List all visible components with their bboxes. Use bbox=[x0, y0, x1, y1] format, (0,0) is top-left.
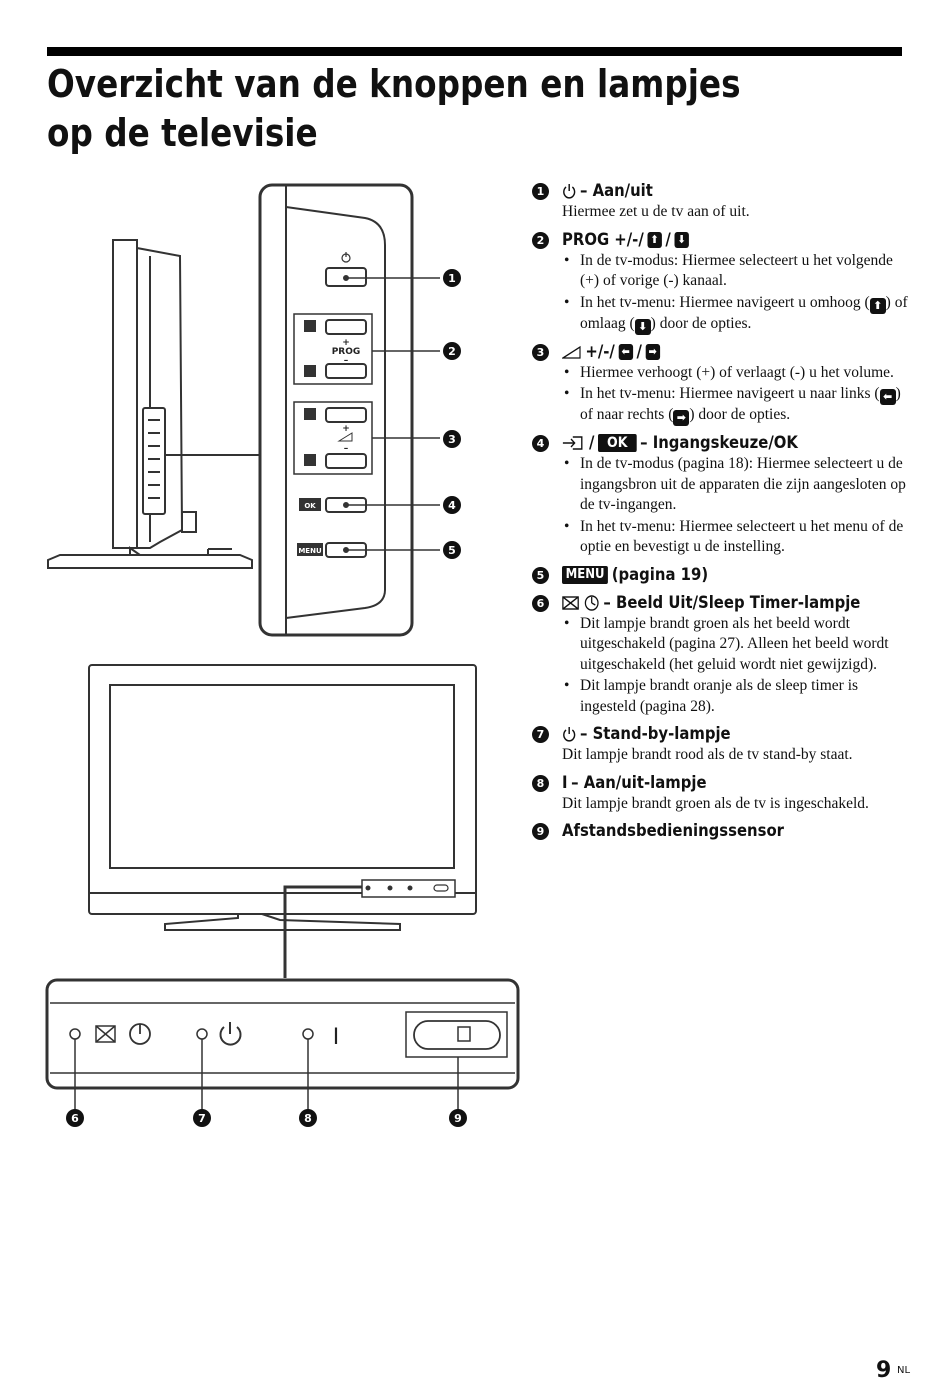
item-input-ok: 4 / OK – Ingangskeuze/OK In de tv-modus … bbox=[532, 432, 910, 558]
item-heading: (pagina 19) bbox=[611, 564, 709, 584]
bullet: In het tv-menu: Hiermee navigeert u naar… bbox=[562, 384, 910, 426]
item-volume: 3 +/-/ ⬅/➡ Hiermee verhoogt (+) of verla… bbox=[532, 341, 910, 426]
volume-icon bbox=[562, 345, 582, 359]
down-arrow-icon: ⬇ bbox=[674, 231, 689, 248]
left-arrow-icon: ⬅ bbox=[618, 343, 633, 360]
prog-plus-label: + bbox=[342, 338, 350, 348]
callout-1: 1 bbox=[448, 272, 456, 285]
right-arrow-icon: ➡ bbox=[673, 410, 690, 426]
bullet: In het tv-menu: Hiermee selecteert u het… bbox=[562, 517, 910, 558]
callout-5: 5 bbox=[448, 544, 456, 557]
down-arrow-icon: ⬇ bbox=[634, 318, 651, 335]
item-heading: +/-/ bbox=[585, 341, 615, 361]
up-arrow-icon: ⬆ bbox=[869, 297, 886, 314]
item-list: 1 – Aan/uit Hiermee zet u de tv aan of u… bbox=[532, 180, 910, 848]
item-number: 4 bbox=[532, 435, 549, 452]
item-heading: Afstandsbedieningssensor bbox=[562, 821, 785, 840]
item-remote-sensor: 9 Afstandsbedieningssensor bbox=[532, 820, 910, 842]
callout-9: 9 bbox=[454, 1112, 462, 1125]
vol-plus-label: + bbox=[342, 424, 350, 434]
prog-minus-label: – bbox=[344, 356, 349, 366]
menu-badge: MENU bbox=[562, 565, 609, 584]
item-heading: – Stand-by-lampje bbox=[580, 724, 731, 743]
item-description: Dit lampje brandt groen als de tv is ing… bbox=[562, 794, 869, 812]
header-rule bbox=[47, 47, 902, 56]
ok-button-label: OK bbox=[304, 502, 316, 510]
bullet: In de tv-modus: Hiermee selecteert u het… bbox=[562, 251, 910, 292]
sleep-timer-icon bbox=[584, 594, 600, 612]
item-number: 3 bbox=[532, 343, 549, 361]
item-number: 5 bbox=[532, 566, 549, 584]
picture-off-icon bbox=[562, 595, 580, 611]
item-on-lamp: 8 I – Aan/uit-lampje Dit lampje brandt g… bbox=[532, 772, 910, 815]
bullet: Dit lampje brandt oranje als de sleep ti… bbox=[562, 676, 910, 717]
prog-label: PROG bbox=[332, 347, 361, 357]
vol-minus-label: – bbox=[344, 444, 349, 454]
callout-8: 8 bbox=[304, 1112, 312, 1125]
bullet: Hiermee verhoogt (+) of verlaagt (-) u h… bbox=[562, 363, 910, 384]
bullet: Dit lampje brandt groen als het beeld wo… bbox=[562, 614, 910, 676]
callout-7: 7 bbox=[198, 1112, 206, 1125]
item-heading: – Aan/uit bbox=[580, 181, 653, 200]
item-standby-lamp: 7 – Stand-by-lampje Dit lampje brandt ro… bbox=[532, 723, 910, 766]
callout-4: 4 bbox=[448, 499, 456, 512]
callout-3: 3 bbox=[448, 433, 456, 446]
item-menu: 5 MENU (pagina 19) bbox=[532, 564, 910, 586]
item-picture-off-lamp: 6 – Beeld Uit/Sleep Timer-lampje Dit lam… bbox=[532, 592, 910, 718]
right-arrow-icon: ➡ bbox=[645, 343, 660, 360]
bullet: In de tv-modus (pagina 18): Hiermee sele… bbox=[562, 454, 910, 516]
item-power: 1 – Aan/uit Hiermee zet u de tv aan of u… bbox=[532, 180, 910, 223]
page-language: NL bbox=[897, 1365, 911, 1376]
item-number: 1 bbox=[532, 183, 549, 200]
item-description: Hiermee zet u de tv aan of uit. bbox=[562, 203, 750, 220]
item-slash: / bbox=[589, 433, 595, 452]
left-arrow-icon: ⬅ bbox=[879, 389, 896, 405]
input-icon bbox=[562, 435, 585, 451]
item-prog: 2 PROG +/-/ ⬆/⬇ In de tv-modus: Hiermee … bbox=[532, 229, 910, 335]
power-icon bbox=[562, 183, 576, 199]
on-symbol: I bbox=[562, 772, 568, 792]
item-heading: PROG +/-/ bbox=[562, 229, 644, 249]
item-description: Dit lampje brandt rood als de tv stand-b… bbox=[562, 746, 853, 763]
item-number: 2 bbox=[532, 231, 549, 249]
item-heading: – Beeld Uit/Sleep Timer-lampje bbox=[603, 592, 861, 612]
power-icon bbox=[562, 726, 576, 742]
item-heading: – Aan/uit-lampje bbox=[571, 772, 707, 792]
callout-2: 2 bbox=[448, 345, 456, 358]
item-number: 7 bbox=[532, 726, 549, 743]
page-number: 9 bbox=[876, 1358, 892, 1383]
on-lamp-symbol: I bbox=[333, 1025, 340, 1050]
menu-button-label: MENU bbox=[298, 547, 322, 555]
item-number: 9 bbox=[532, 823, 549, 840]
page-title: Overzicht van de knoppen en lampjes op d… bbox=[47, 62, 741, 155]
item-number: 8 bbox=[532, 774, 549, 792]
ok-badge: OK bbox=[598, 434, 637, 452]
item-heading: – Ingangskeuze/OK bbox=[640, 433, 798, 452]
bullet: In het tv-menu: Hiermee navigeert u omho… bbox=[562, 293, 910, 335]
callout-6: 6 bbox=[71, 1112, 79, 1125]
up-arrow-icon: ⬆ bbox=[647, 231, 662, 248]
item-number: 6 bbox=[532, 594, 549, 612]
